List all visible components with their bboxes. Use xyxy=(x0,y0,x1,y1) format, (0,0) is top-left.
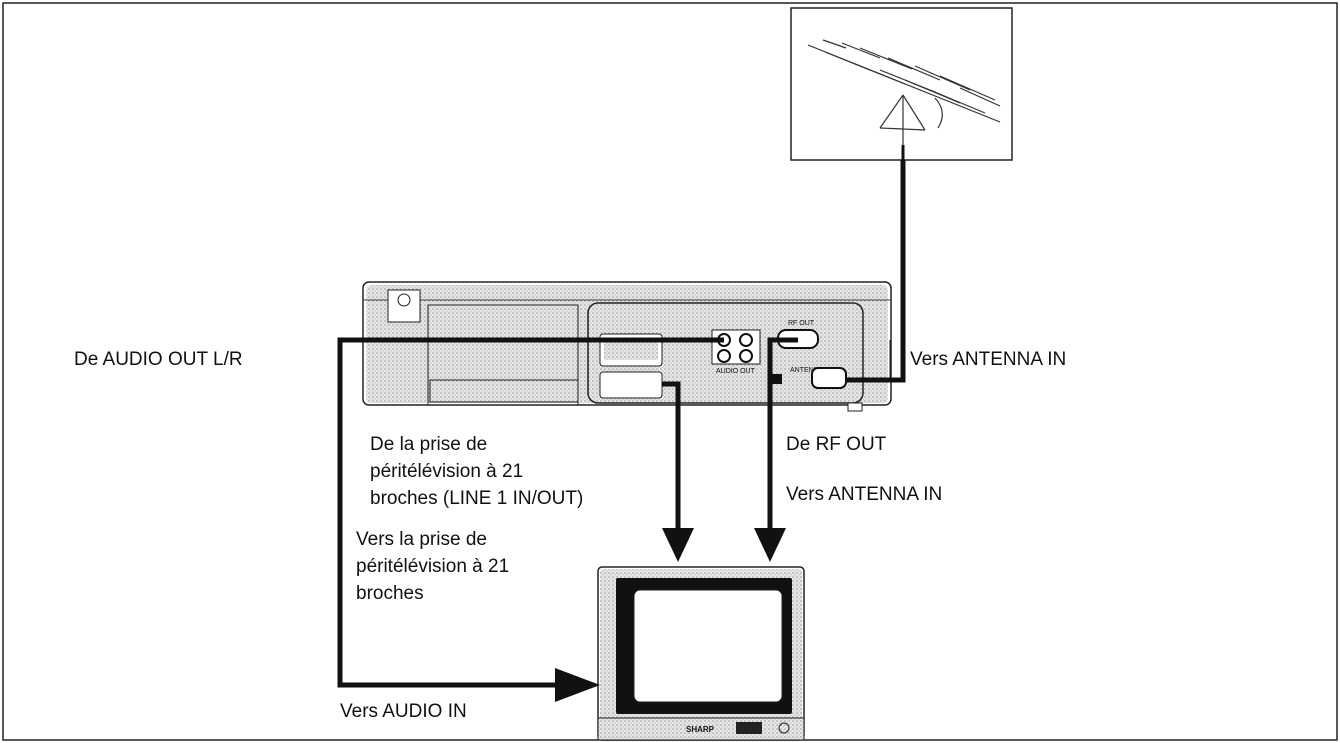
label-rf-out: De RF OUT xyxy=(786,434,887,455)
label-scart-from-2: péritélévision à 21 xyxy=(370,461,524,482)
arrow-audio-in xyxy=(555,668,600,702)
label-audio-out: De AUDIO OUT L/R xyxy=(74,349,243,370)
vcr-rear-panel: AUDIO OUT RF OUT ANTENNA IN xyxy=(362,281,892,412)
connector-panel xyxy=(587,302,864,404)
cable-audio xyxy=(337,337,724,688)
audio-out-jacks xyxy=(711,329,761,365)
arrow-rf xyxy=(754,528,786,562)
antenna-in-jack-label: ANTENNA IN xyxy=(790,367,832,374)
label-scart-from-3: broches (LINE 1 IN/OUT) xyxy=(370,488,584,509)
cable-antenna-to-vcr xyxy=(846,160,906,383)
tv-screen xyxy=(633,589,783,703)
antenna-box xyxy=(790,7,1013,161)
label-antenna-in-tv: Vers ANTENNA IN xyxy=(786,484,943,505)
antenna-icon xyxy=(807,39,1001,145)
scart-socket-2 xyxy=(599,371,663,399)
label-audio-in: Vers AUDIO IN xyxy=(340,701,467,722)
cable-scart xyxy=(662,381,681,532)
label-antenna-in-top: Vers ANTENNA IN xyxy=(910,349,1067,370)
label-scart-to-2: péritélévision à 21 xyxy=(356,556,510,577)
rf-out-jack-label: RF OUT xyxy=(788,320,815,327)
audio-out-jack-label: AUDIO OUT xyxy=(716,368,756,375)
label-scart-from-1: De la prise de xyxy=(370,434,488,455)
label-scart-to-3: broches xyxy=(356,583,424,604)
cables xyxy=(337,160,906,702)
tv-brand: SHARP xyxy=(686,725,715,734)
antenna xyxy=(790,7,1013,161)
arrow-scart xyxy=(662,528,694,562)
label-scart-to-1: Vers la prise de xyxy=(356,529,487,550)
television: SHARP xyxy=(597,566,805,741)
cable-rf xyxy=(767,337,798,532)
